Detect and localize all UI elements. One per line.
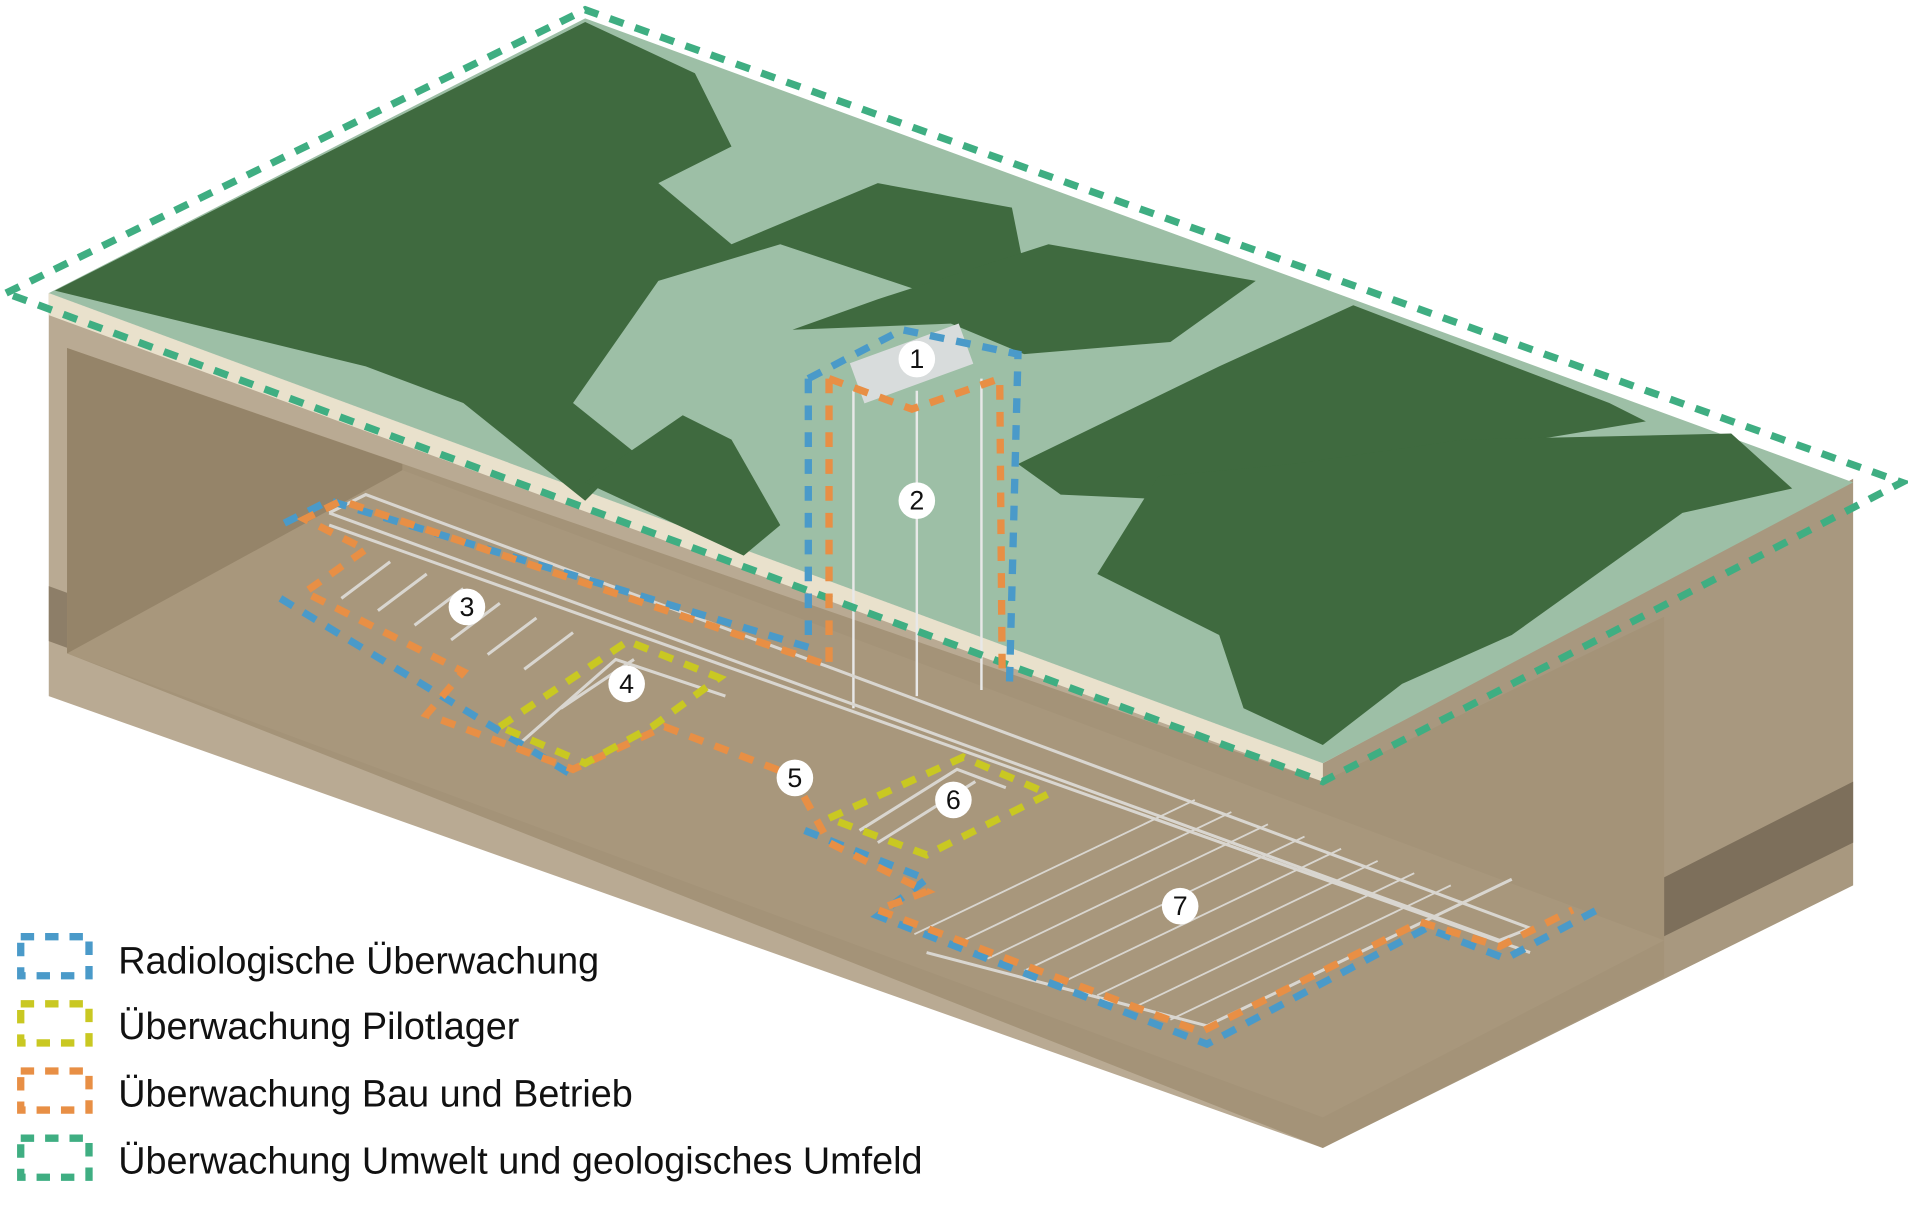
shafts (852, 378, 983, 709)
marker-number: 3 (459, 592, 474, 622)
legend-label-radiological: Radiologische Überwachung (118, 940, 599, 982)
marker-number: 5 (787, 763, 802, 793)
zone-environment-outline (0, 5, 1908, 786)
marker-number: 6 (946, 785, 961, 815)
legend-label-construction: Überwachung Bau und Betrieb (118, 1073, 633, 1115)
marker-7: 7 (1161, 887, 1199, 925)
legend-label-pilot: Überwachung Pilotlager (118, 1006, 519, 1048)
zone-pilot-outline-2 (819, 753, 1058, 859)
marker-number: 4 (619, 669, 634, 699)
marker-number: 1 (909, 344, 924, 374)
marker-5: 5 (776, 759, 814, 797)
marker-6: 6 (935, 781, 972, 819)
forest-west (54, 21, 1025, 501)
marker-number: 7 (1173, 891, 1188, 921)
legend-swatch-construction (17, 1067, 93, 1114)
forest-small (585, 415, 781, 556)
legend-swatch-radiological (17, 933, 93, 980)
forest-southeast (1097, 433, 1793, 745)
forest-east (1018, 305, 1646, 501)
marker-4: 4 (608, 665, 645, 703)
legend-swatch-pilot (17, 1000, 93, 1047)
cutaway-floor (67, 470, 1665, 1118)
marker-number: 2 (909, 486, 924, 516)
zone-radiological-outline-2 (278, 378, 1599, 1049)
zone-radiological-outline-1 (806, 325, 1022, 684)
marker-2: 2 (898, 482, 936, 520)
marker-1: 1 (898, 340, 936, 378)
legend-swatch-environment (17, 1134, 93, 1181)
legend-label-environment: Überwachung Umwelt und geologisches Umfe… (118, 1141, 922, 1183)
cutaway-left-wall (67, 348, 403, 654)
zone-construction-outline (296, 373, 1575, 1036)
forest-center (792, 244, 1256, 355)
legend (17, 933, 93, 1181)
marker-3: 3 (448, 588, 486, 626)
